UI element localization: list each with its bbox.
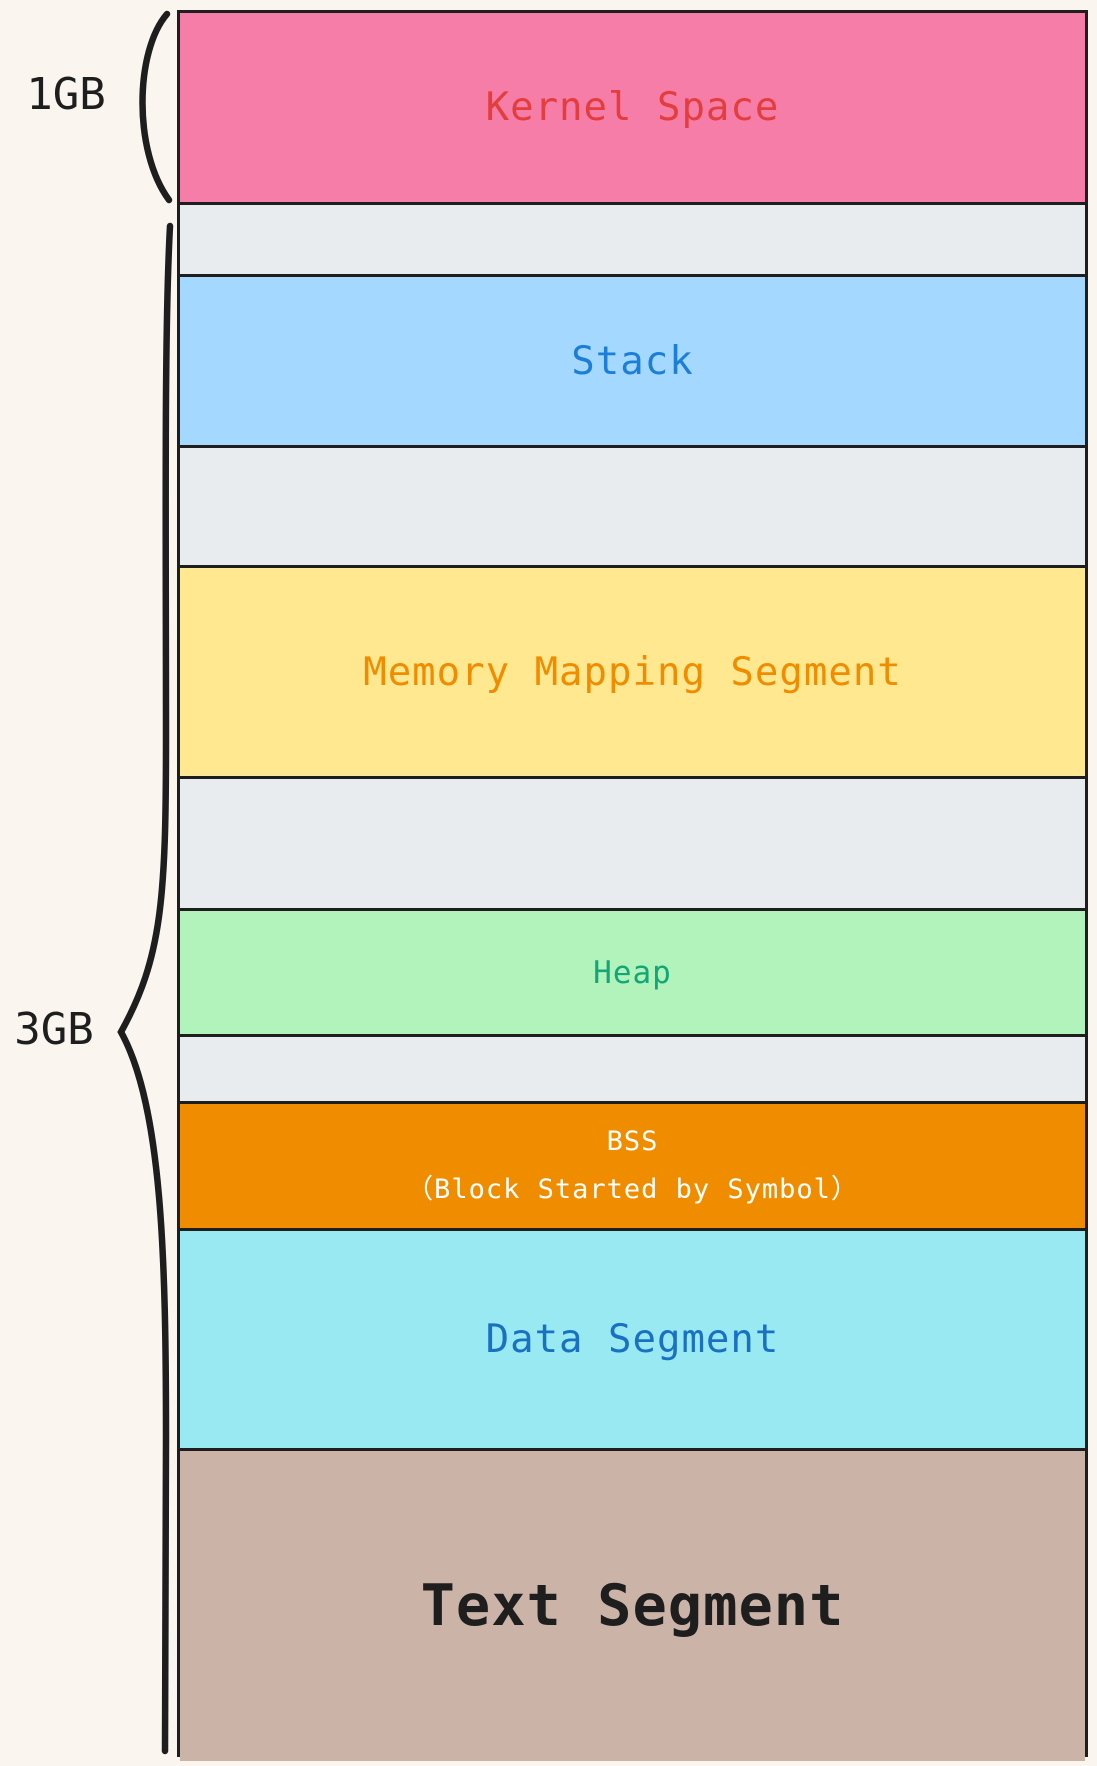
memory-block-bss: BSS （Block Started by Symbol）	[180, 1104, 1085, 1228]
memory-block-heap: Heap	[180, 911, 1085, 1034]
memory-gap-gap-4	[180, 1037, 1085, 1101]
memory-block-memory-mapping-segment: Memory Mapping Segment	[180, 568, 1085, 776]
memory-block-label: Stack	[571, 338, 694, 384]
memory-block-label: BSS	[606, 1126, 659, 1157]
memory-block-label: Memory Mapping Segment	[363, 649, 902, 695]
memory-block-data-segment: Data Segment	[180, 1231, 1085, 1448]
memory-gap-gap-1	[180, 205, 1085, 274]
memory-gap-gap-2	[180, 448, 1085, 565]
memory-gap-gap-3	[180, 779, 1085, 908]
memory-block-text-segment: Text Segment	[180, 1451, 1085, 1761]
memory-block-kernel-space: Kernel Space	[180, 13, 1085, 202]
memory-block-stack: Stack	[180, 277, 1085, 445]
memory-block-label: Text Segment	[420, 1573, 845, 1639]
memory-block-label: Kernel Space	[485, 85, 780, 130]
kernel-size-brace	[139, 10, 173, 204]
user-size-label: 3GB	[14, 1004, 94, 1055]
kernel-size-label: 1GB	[26, 69, 106, 120]
memory-block-label: Heap	[593, 954, 672, 991]
user-size-brace	[117, 222, 174, 1755]
memory-block-sublabel: （Block Started by Symbol）	[406, 1174, 859, 1205]
memory-block-label: Data Segment	[485, 1317, 780, 1362]
